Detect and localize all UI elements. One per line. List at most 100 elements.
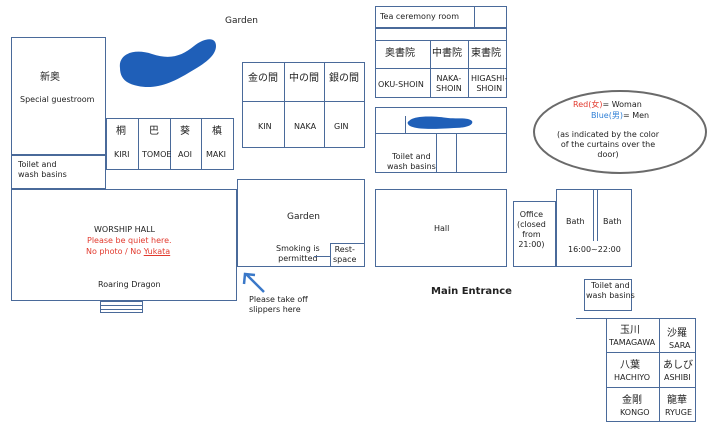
room-hall xyxy=(375,189,507,267)
room-toilet-left xyxy=(11,155,106,189)
office-label: Office (closed from 21:00) xyxy=(517,210,546,249)
kongo-en: KONGO xyxy=(620,408,650,417)
wall xyxy=(284,62,285,148)
legend-red-eq: = Woman xyxy=(602,100,642,109)
legend-red: Red(女)= Woman xyxy=(573,100,642,110)
hachiyo-en: HACHIYO xyxy=(614,373,651,382)
gin-jp: 銀の間 xyxy=(329,73,359,84)
wall xyxy=(456,133,457,173)
room-bath xyxy=(556,189,632,267)
wall xyxy=(375,133,507,134)
room-block-guest xyxy=(606,318,696,422)
legend-blue: Blue(男)= Men xyxy=(591,111,649,121)
pond-middle xyxy=(407,116,473,129)
shinoku-jp: 新奥 xyxy=(40,72,60,83)
garden-top-label: Garden xyxy=(225,16,258,26)
legend-blue-eq: = Men xyxy=(622,111,650,120)
higashishoin-en: HIGASHI- SHOIN xyxy=(471,74,508,93)
legend-red-word: Red xyxy=(573,100,589,109)
hachiyo-jp: 八葉 xyxy=(620,360,640,371)
tamagawa-en: TAMAGAWA xyxy=(609,338,656,347)
shinoku-en: Special guestroom xyxy=(20,95,95,104)
room-worship-hall xyxy=(11,189,237,301)
worship-dragon: Roaring Dragon xyxy=(98,280,161,289)
main-entrance-label: Main Entrance xyxy=(431,286,512,297)
wall xyxy=(430,40,431,98)
legend-note: (as indicated by the color of the curtai… xyxy=(557,130,660,159)
okushoin-jp: 奥書院 xyxy=(385,48,415,59)
legend-ellipse xyxy=(533,90,707,174)
sara-jp: 沙羅 xyxy=(667,328,687,339)
slippers-arrow-icon xyxy=(242,272,265,293)
wall xyxy=(468,40,469,98)
kiri-en: KIRI xyxy=(114,150,130,159)
room-block-shoin xyxy=(375,28,507,98)
room-inner-garden xyxy=(375,107,507,173)
maki-jp: 槙 xyxy=(212,126,222,137)
step xyxy=(100,305,143,306)
tomoe-jp: 巴 xyxy=(149,126,159,137)
tea-label: Tea ceremony room xyxy=(380,12,459,21)
wall xyxy=(606,387,696,388)
room-office xyxy=(513,201,556,267)
bath-men: Bath xyxy=(603,217,622,226)
nakashoin-jp: 中書院 xyxy=(432,48,462,59)
ryuge-en: RYUGE xyxy=(665,408,693,417)
nophoto-text: No photo / No xyxy=(86,247,144,256)
hall-label: Hall xyxy=(434,224,450,233)
aoi-en: AOI xyxy=(178,150,192,159)
worship-title: WORSHIP HALL xyxy=(94,225,155,234)
maki-en: MAKI xyxy=(206,150,226,159)
legend-blue-word: Blue xyxy=(591,111,609,120)
wall xyxy=(436,133,437,173)
toilet-mid-label: Toilet and wash basins xyxy=(387,152,436,171)
kongo-jp: 金剛 xyxy=(622,395,642,406)
wall xyxy=(170,118,171,170)
tamagawa-jp: 玉川 xyxy=(620,325,640,336)
rest-label: Rest- space xyxy=(333,245,357,264)
pointer-line xyxy=(314,256,330,257)
kin-jp: 金の間 xyxy=(248,73,278,84)
naka-jp: 中の間 xyxy=(289,73,319,84)
yukata-text: Yukata xyxy=(143,247,171,256)
wall xyxy=(375,40,507,41)
wall xyxy=(606,352,696,353)
tomoe-en: TOMOE xyxy=(142,150,172,159)
pond-top xyxy=(119,39,216,88)
room-block-kin xyxy=(242,62,365,148)
kin-en: KIN xyxy=(258,122,272,131)
ashibi-jp: あしび xyxy=(663,360,693,371)
wall xyxy=(597,189,598,241)
higashishoin-jp: 東書院 xyxy=(471,48,501,59)
legend-red-kanji: (女) xyxy=(588,100,603,109)
smoking-label: Smoking is permitted xyxy=(276,244,320,263)
room-shinoku xyxy=(11,37,106,155)
worship-nophoto: No photo / No Yukata xyxy=(86,247,170,257)
worship-quiet: Please be quiet here. xyxy=(87,236,172,245)
toilet-right-label: Toilet and wash basins xyxy=(586,281,635,300)
naka-en: NAKA xyxy=(294,122,317,131)
bath-women: Bath xyxy=(566,217,585,226)
wall xyxy=(242,101,365,102)
wall xyxy=(474,6,475,28)
wall xyxy=(593,189,594,241)
garden-mid-label: Garden xyxy=(287,212,320,222)
toilet-left-label: Toilet and wash basins xyxy=(18,160,67,179)
step xyxy=(100,309,143,310)
nakashoin-en: NAKA- SHOIN xyxy=(436,74,462,93)
ashibi-en: ASHIBI xyxy=(664,373,691,382)
steps xyxy=(100,301,143,313)
wall xyxy=(201,118,202,170)
room-rest-space xyxy=(330,243,365,267)
sara-en: SARA xyxy=(669,341,691,350)
kiri-jp: 桐 xyxy=(116,126,126,137)
wall xyxy=(138,118,139,170)
gin-en: GIN xyxy=(334,122,349,131)
wall xyxy=(405,116,406,133)
bath-hours: 16:00~22:00 xyxy=(568,245,621,254)
slippers-label: Please take off slippers here xyxy=(249,295,308,314)
wall xyxy=(659,318,660,422)
legend-blue-kanji: (男) xyxy=(608,111,623,120)
room-toilet-right xyxy=(584,279,632,311)
